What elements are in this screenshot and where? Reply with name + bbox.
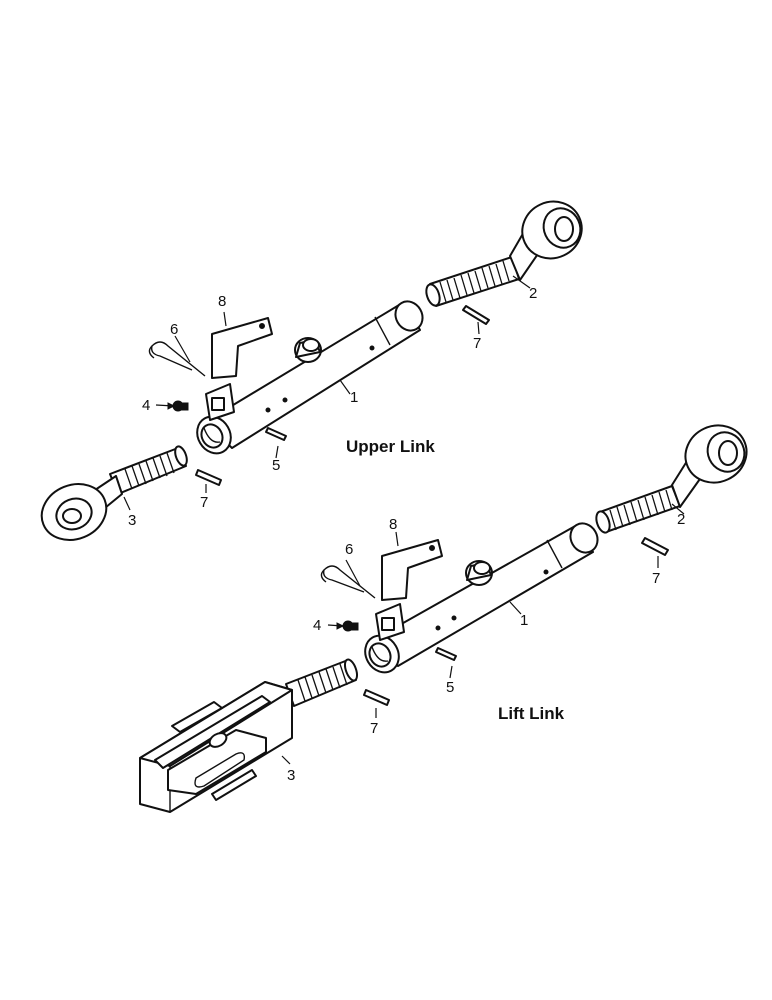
- upper-left-threaded-eye-3: [40, 445, 188, 541]
- lift-callout-3: 3: [287, 767, 295, 784]
- lift-link-assembly: 1 2 3 4 5 6 7 7 8 Lift Link: [139, 424, 748, 813]
- upper-callout-3: 3: [128, 512, 136, 529]
- upper-callout-4: 4: [142, 397, 150, 414]
- upper-callout-6: 6: [170, 321, 178, 338]
- upper-grease-fitting-4: [172, 400, 189, 412]
- lift-pin-7-right: [641, 537, 669, 556]
- lift-bracket-plate-8: [381, 539, 443, 601]
- upper-set-screw-5: [265, 427, 287, 441]
- lift-hair-pin-6: [320, 565, 376, 599]
- lift-callout-4: 4: [313, 617, 321, 634]
- lift-pin-7-left: [363, 689, 390, 706]
- upper-pin-7-right: [462, 305, 490, 325]
- lift-set-screw-5: [435, 647, 457, 661]
- upper-link-title: Upper Link: [346, 437, 435, 456]
- lift-callout-5: 5: [446, 679, 454, 696]
- lift-link-title: Lift Link: [498, 704, 565, 723]
- upper-bracket-plate-8: [211, 317, 273, 379]
- upper-link-assembly: 1 2 3 4 5 6 7 7 8 Upper Link: [40, 200, 583, 541]
- upper-callout-7-right: 7: [473, 335, 481, 352]
- upper-hair-pin-6: [148, 341, 206, 377]
- lift-callout-6: 6: [345, 541, 353, 558]
- lift-grease-fitting-4: [342, 620, 359, 632]
- lift-callout-8: 8: [389, 516, 397, 533]
- upper-callout-5: 5: [272, 457, 280, 474]
- upper-callout-2: 2: [529, 285, 537, 302]
- upper-right-threaded-eye-2: [425, 200, 583, 307]
- lift-clevis-fork-3: [139, 658, 359, 813]
- upper-callout-7-left: 7: [200, 494, 208, 511]
- lift-callout-7-left: 7: [370, 720, 378, 737]
- upper-main-tube-1: [196, 300, 424, 455]
- lift-main-tube-1: [364, 522, 599, 674]
- upper-pin-7-left: [195, 469, 222, 486]
- lift-callout-7-right: 7: [652, 570, 660, 587]
- lift-callout-1: 1: [520, 612, 528, 629]
- lift-callout-2: 2: [677, 511, 685, 528]
- lift-right-threaded-eye-2: [595, 424, 748, 534]
- upper-callout-1: 1: [350, 389, 358, 406]
- upper-callout-8: 8: [218, 293, 226, 310]
